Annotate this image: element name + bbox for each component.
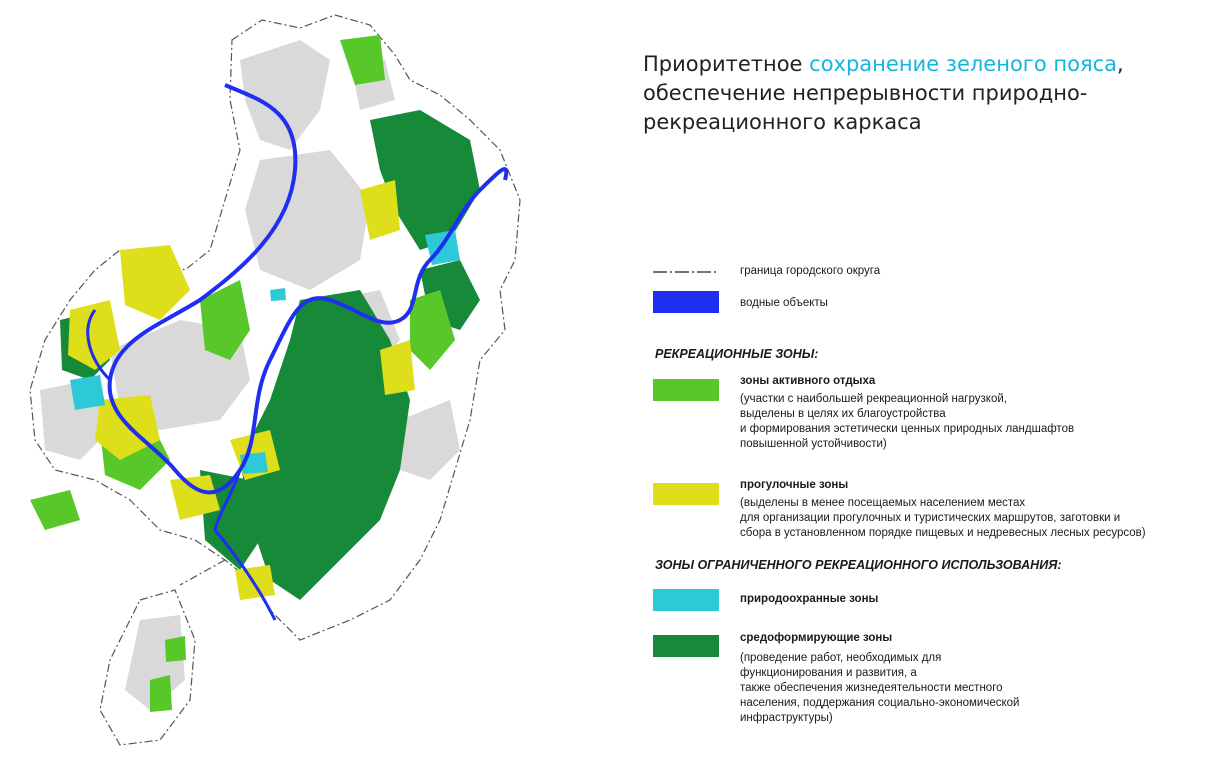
title-accent: сохранение зеленого пояса [809,52,1117,76]
river-branch-south [213,469,277,621]
legend-forming-swatch [653,635,719,657]
map-title: Приоритетное сохранение зеленого пояса, … [643,50,1203,137]
legend-forming-title: средоформирующие зоны [740,632,893,644]
river-main [107,83,509,495]
boundary-line-symbol [653,271,719,273]
title-part2: , [1117,52,1124,76]
title-line2: обеспечение непрерывности природно- [643,81,1088,105]
legend-recreation-header: РЕКРЕАЦИОННЫЕ ЗОНЫ: [655,347,819,361]
legend-walking-swatch [653,483,719,505]
title-part1: Приоритетное [643,52,810,76]
legend-active-swatch [653,379,719,401]
legend-walking-title: прогулочные зоны [740,479,849,491]
legend-walking-desc: (выделены в менее посещаемых населением … [740,497,1146,539]
legend-protected-swatch [653,589,719,611]
legend-forming-desc: (проведение работ, необходимых для функц… [740,652,1020,724]
title-line3: рекреационного каркаса [643,110,922,134]
urban-areas [40,40,460,710]
legend-limited-header: ЗОНЫ ОГРАНИЧЕННОГО РЕКРЕАЦИОННОГО ИСПОЛЬ… [655,558,1062,572]
river-branch-west [86,309,112,382]
legend-water-swatch [653,291,719,313]
boundary-connector [179,559,226,586]
legend-boundary-label: граница городского округа [740,265,881,277]
legend-water-label: водные объекты [740,297,828,309]
legend-active-desc: (участки с наибольшей рекреационной нагр… [740,393,1075,450]
legend-active-title: зоны активного отдыха [740,375,876,387]
legend-protected-title: природоохранные зоны [740,593,879,605]
city-map [29,14,521,746]
